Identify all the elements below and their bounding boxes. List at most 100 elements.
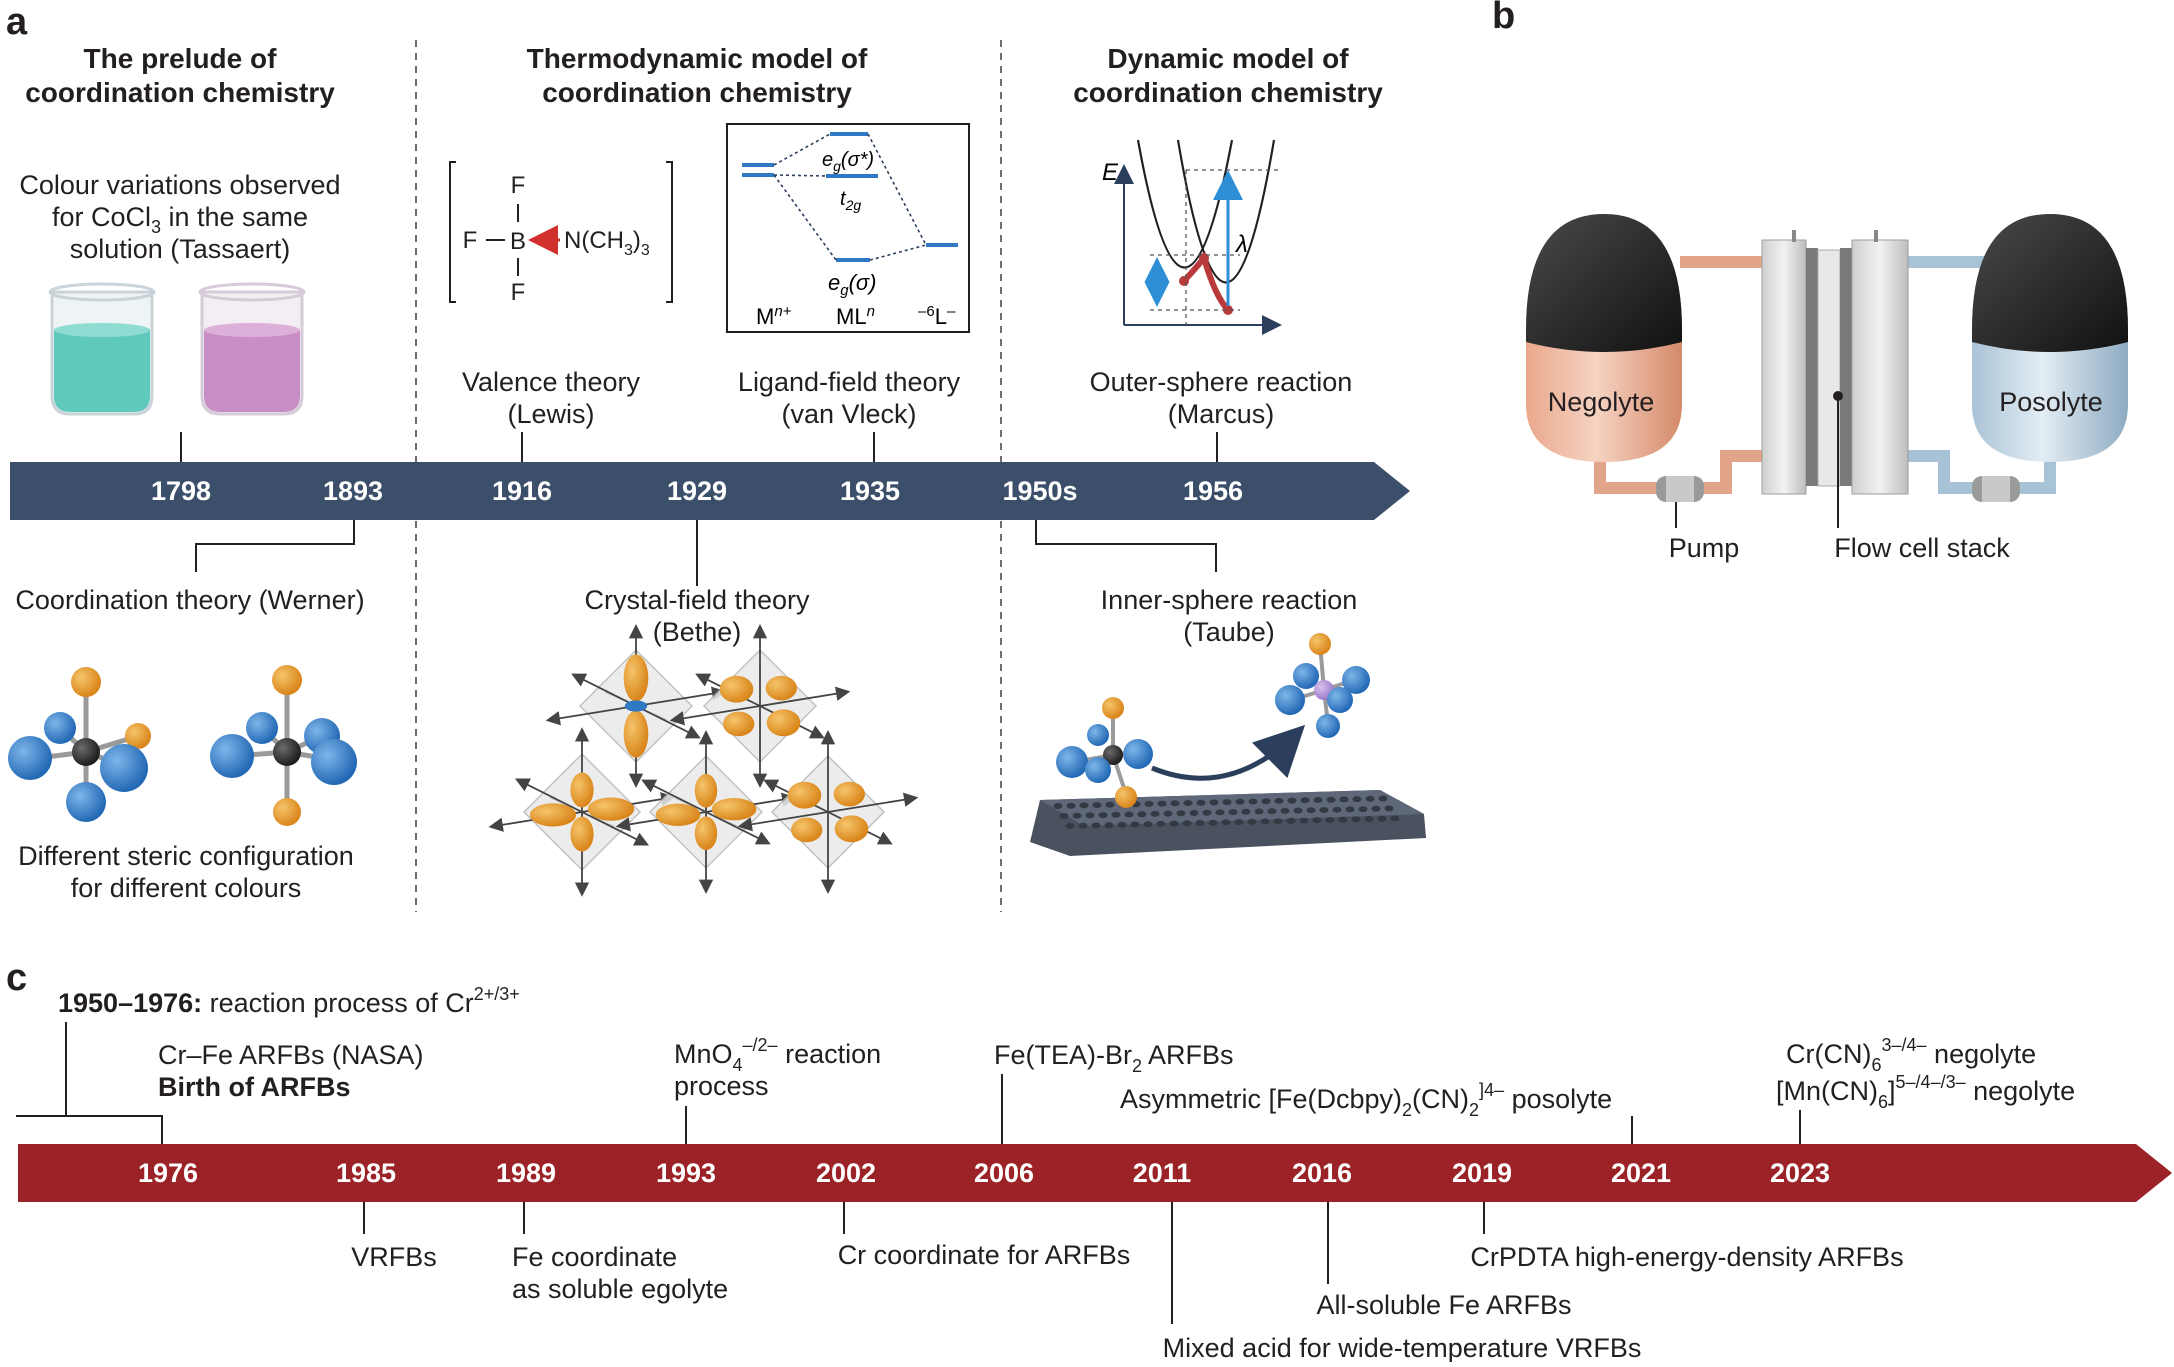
mno4-label-2: process — [674, 1071, 769, 1101]
timeline-a-year: 1893 — [323, 476, 383, 506]
allfe-label: All-soluble Fe ARFBs — [1316, 1290, 1571, 1320]
negolyte-label: Negolyte — [1548, 387, 1655, 417]
timeline-a-arrow — [10, 462, 1410, 520]
electrode-icon — [1030, 790, 1426, 856]
marcus-lambda: λ — [1234, 231, 1248, 258]
beaker-icon — [48, 282, 156, 416]
mo-t2g: t2g — [840, 188, 861, 213]
mo-eg-star: eg(σ*) — [822, 149, 874, 174]
molecule-icon — [1275, 633, 1370, 738]
timeline-c-year: 1985 — [336, 1158, 396, 1188]
mo-ligand-label: –6L– — [918, 303, 956, 329]
lewis-b: B — [510, 228, 526, 255]
birth-label: Birth of ARFBs — [158, 1072, 350, 1102]
timeline-c-year: 2016 — [1292, 1158, 1352, 1188]
orbital-icon — [615, 729, 797, 895]
timeline-a-year: 1950s — [1002, 476, 1077, 506]
timeline-a-year: 1935 — [840, 476, 900, 506]
cr-coordinate-label: Cr coordinate for ARFBs — [838, 1240, 1131, 1270]
era-heading-thermo-1: Thermodynamic model of — [527, 43, 868, 74]
orbital-icon — [545, 623, 727, 789]
ligand-field-diagram: eg(σ*) t2g eg(σ) Mn+ MLn –6L– — [726, 123, 970, 333]
outer-sphere-label-1: Outer-sphere reaction — [1090, 367, 1353, 397]
colour-note-2: for CoCl3 in the same — [52, 202, 308, 237]
vrfb-label: VRFBs — [351, 1242, 437, 1272]
pump-icon — [1972, 476, 2020, 502]
timeline-a-year: 1929 — [667, 476, 727, 506]
timeline-a-year: 1956 — [1183, 476, 1243, 506]
beaker-icon — [198, 282, 306, 416]
mno4-label-1: MnO4–/2– reaction — [674, 1035, 881, 1075]
orbital-icon — [488, 727, 676, 897]
timeline-c-year: 2023 — [1770, 1158, 1830, 1188]
timeline-c-year: 1976 — [138, 1158, 198, 1188]
lewis-f-top: F — [511, 172, 526, 199]
crpdta-label: CrPDTA high-energy-density ARFBs — [1470, 1242, 1903, 1272]
ligand-field-label-2: (van Vleck) — [781, 399, 916, 429]
molecule-icon — [1056, 697, 1153, 808]
tank-icon — [1526, 214, 1682, 462]
inner-sphere-label-2: (Taube) — [1183, 617, 1275, 647]
molecule-icon — [210, 665, 357, 826]
molecule-icon — [8, 667, 151, 822]
panel-a-letter: a — [6, 1, 28, 43]
flow-battery-illustration: Negolyte Posolyte Pump Flow cell stack — [1526, 214, 2128, 563]
ligand-field-label-1: Ligand-field theory — [738, 367, 961, 397]
cr-reaction-label: 1950–1976: reaction process of Cr2+/3+ — [58, 984, 520, 1018]
inner-sphere-label-1: Inner-sphere reaction — [1101, 585, 1358, 615]
timeline-c-year: 2021 — [1611, 1158, 1671, 1188]
lewis-f-left: F — [463, 227, 478, 254]
timeline-c-year: 2011 — [1133, 1158, 1192, 1188]
crcn-label: Cr(CN)63–/4– negolyte — [1786, 1035, 2036, 1075]
orbital-icon — [737, 729, 919, 895]
colour-note-1: Colour variations observed — [19, 170, 340, 200]
outer-sphere-label-2: (Marcus) — [1168, 399, 1275, 429]
timeline-c-arrow — [18, 1144, 2172, 1202]
valence-theory-label-1: Valence theory — [462, 367, 641, 397]
marcus-energy-axis-label: E — [1102, 159, 1119, 186]
era-heading-prelude-1: The prelude of — [84, 43, 278, 74]
crystal-field-label-2: (Bethe) — [653, 617, 742, 647]
fe-coordinate-label-1: Fe coordinate — [512, 1242, 677, 1272]
timeline-a-years: 1798 1893 1916 1929 1935 1950s 1956 — [151, 476, 1243, 506]
posolyte-label: Posolyte — [1999, 387, 2103, 417]
pump-icon — [1656, 476, 1704, 502]
lewis-f-bottom: F — [511, 279, 526, 306]
asym-label: Asymmetric [Fe(Dcbpy)2(CN)2]4– posolyte — [1120, 1080, 1612, 1120]
stack-label: Flow cell stack — [1834, 533, 2010, 563]
mo-metal-label: Mn+ — [756, 303, 792, 329]
panel-c-letter: c — [6, 957, 27, 999]
crfe-nasa-label: Cr–Fe ARFBs (NASA) — [158, 1040, 424, 1070]
timeline-c-year: 2019 — [1452, 1158, 1512, 1188]
mo-complex-label: MLn — [836, 303, 875, 329]
era-heading-prelude-2: coordination chemistry — [25, 77, 335, 108]
valence-theory-label-2: (Lewis) — [507, 399, 594, 429]
era-heading-thermo-2: coordination chemistry — [542, 77, 852, 108]
timeline-a-year: 1798 — [151, 476, 211, 506]
pump-label: Pump — [1669, 533, 1740, 563]
colour-note-3: solution (Tassaert) — [70, 234, 291, 264]
werner-label: Coordination theory (Werner) — [15, 585, 364, 615]
timeline-c-year: 2006 — [974, 1158, 1034, 1188]
panel-b-letter: b — [1492, 0, 1515, 37]
fe-coordinate-label-2: as soluble egolyte — [512, 1274, 728, 1304]
timeline-c-year: 1993 — [656, 1158, 716, 1188]
crystal-field-label-1: Crystal-field theory — [584, 585, 810, 615]
orbital-icon — [488, 623, 919, 897]
era-heading-dynamic-2: coordination chemistry — [1073, 77, 1383, 108]
mncn-label: [Mn(CN)6]5–/4–/3– negolyte — [1776, 1072, 2075, 1112]
stack-icon — [1761, 230, 1909, 495]
marcus-plot: E λ — [1102, 139, 1282, 335]
fetea-label: Fe(TEA)-Br2 ARFBs — [994, 1040, 1234, 1076]
mixed-acid-label: Mixed acid for wide-temperature VRFBs — [1163, 1333, 1642, 1362]
steric-label-2: for different colours — [71, 873, 302, 903]
orbital-icon — [669, 623, 851, 789]
timeline-a-year: 1916 — [492, 476, 552, 506]
curved-arrow-icon — [1151, 724, 1306, 781]
steric-label-1: Different steric configuration — [18, 841, 354, 871]
lewis-nme3: N(CH3)3 — [564, 227, 650, 259]
tank-icon — [1972, 214, 2128, 462]
